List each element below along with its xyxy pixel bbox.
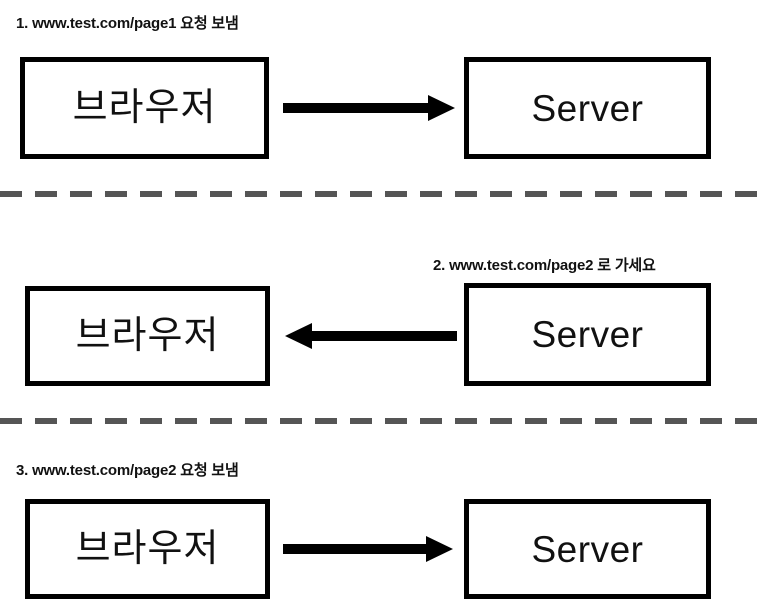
step-2-server-box: Server <box>464 283 711 386</box>
step-1-server-label: Server <box>531 87 644 129</box>
step-3-server-label: Server <box>531 528 644 570</box>
separator-2 <box>0 418 760 424</box>
step-2-server-label: Server <box>531 314 644 355</box>
step-2-browser-label: 브라우저 <box>75 315 220 357</box>
step-3-label: 3. www.test.com/page2 요청 보냄 <box>16 462 239 479</box>
step-1-browser-label: 브라우저 <box>72 87 217 129</box>
step-3-browser-label: 브라우저 <box>75 528 220 570</box>
step-2-label: 2. www.test.com/page2 로 가세요 <box>433 257 656 274</box>
step-1-server-box: Server <box>464 57 711 159</box>
step-3-server-box: Server <box>464 499 711 599</box>
step-2-arrow-left-icon <box>285 320 457 352</box>
step-2-browser-box: 브라우저 <box>25 286 270 386</box>
step-1-label: 1. www.test.com/page1 요청 보냄 <box>16 15 239 32</box>
step-3-browser-box: 브라우저 <box>25 499 270 599</box>
step-3-arrow-right-icon <box>283 533 453 565</box>
separator-1 <box>0 191 760 197</box>
step-1-browser-box: 브라우저 <box>20 57 269 159</box>
step-1-arrow-right-icon <box>283 92 455 124</box>
